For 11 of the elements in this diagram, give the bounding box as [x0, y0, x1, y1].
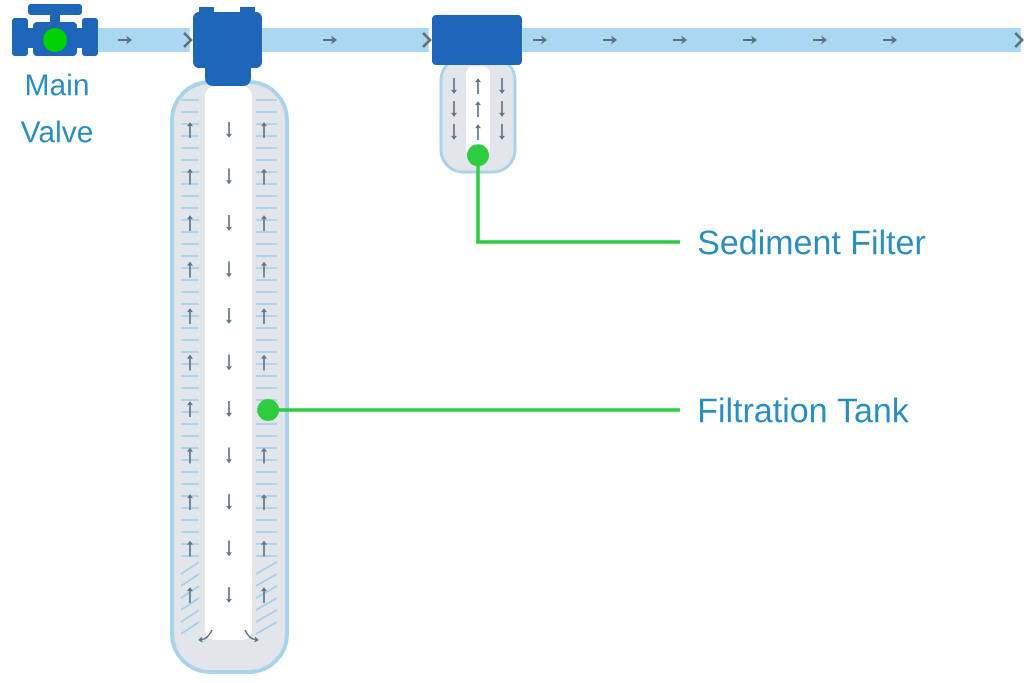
leader-line — [467, 144, 680, 244]
pipe — [98, 28, 193, 52]
filtration-tank-drawing — [170, 7, 289, 674]
valve-icon — [12, 4, 98, 56]
pipe — [522, 28, 1024, 52]
pipe — [262, 28, 432, 52]
valve-label: Main Valve — [20, 73, 93, 143]
leader-line — [257, 399, 680, 421]
callout-label: Sediment Filter — [698, 229, 926, 255]
callout-label: Filtration Tank — [700, 397, 909, 423]
sediment-filter-drawing — [432, 15, 522, 174]
